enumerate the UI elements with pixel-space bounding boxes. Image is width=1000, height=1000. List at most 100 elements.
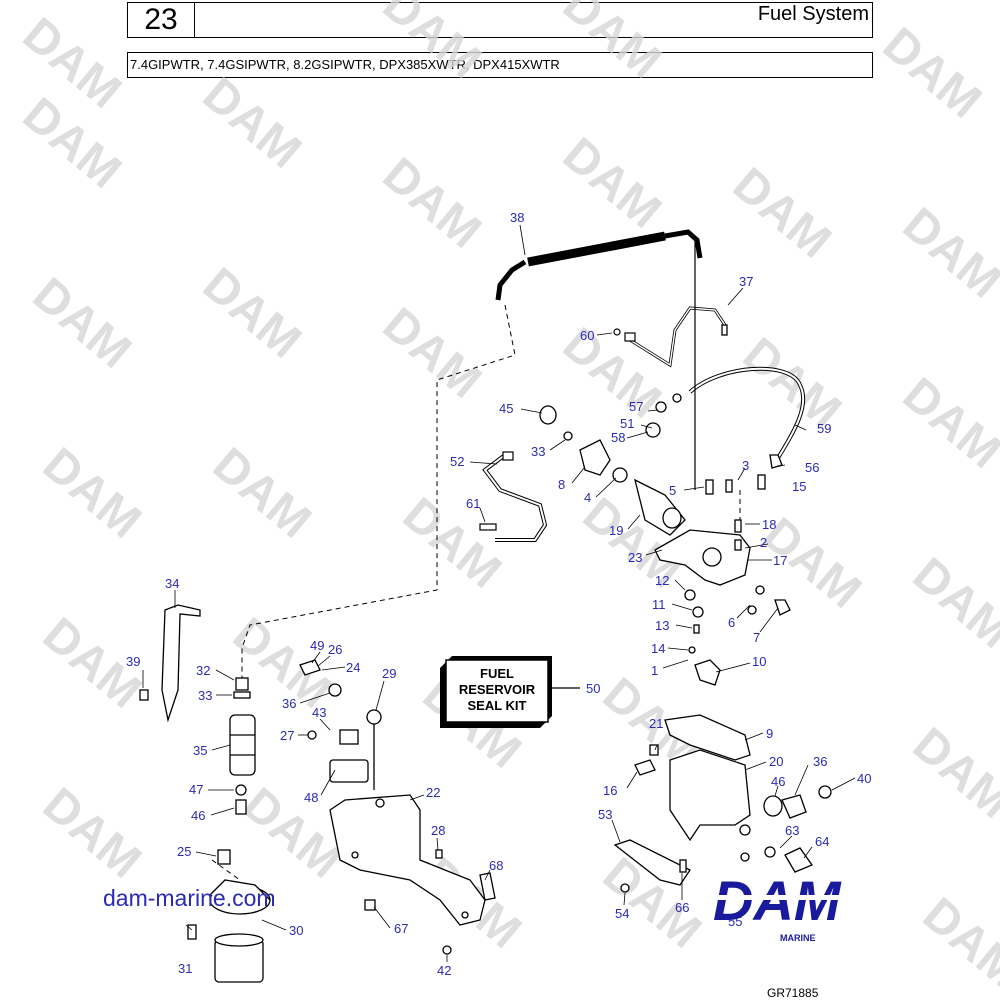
callout-33b: 33 [198, 688, 212, 703]
callout-20: 20 [769, 754, 783, 769]
callout-44: 43 [312, 705, 326, 720]
callout-2: 2 [760, 535, 767, 550]
watermark-layer: DAM DAM DAM DAM DAM DAM DAM DAM DAM DAM … [13, 0, 1000, 999]
callout-13: 13 [655, 618, 669, 633]
callout-11: 11 [652, 597, 666, 612]
callout-4: 4 [584, 490, 591, 505]
callout-7: 7 [753, 630, 760, 645]
watermark: DAM [373, 0, 491, 89]
callout-19: 19 [609, 523, 623, 538]
callout-8: 8 [558, 477, 565, 492]
watermark: DAM [193, 68, 311, 179]
fuel-pump-assembly [539, 324, 728, 536]
fuel-hose-39 [495, 229, 703, 301]
kit-label-line2: RESERVOIR [459, 682, 536, 697]
filter-base-30 [187, 849, 271, 983]
callout-61: 60 [580, 328, 594, 343]
kit-label-line1: FUEL [480, 666, 514, 681]
logo-subtext: MARINE [780, 933, 816, 943]
watermark: DAM [373, 298, 491, 409]
callout-14: 14 [651, 641, 665, 656]
callout-34: 34 [165, 576, 179, 591]
watermark: DAM [233, 778, 351, 889]
fuel-filter-assembly [139, 604, 256, 815]
callout-27: 27 [280, 728, 294, 743]
seal-kit-box: FUEL RESERVOIR SEAL KIT 50 [440, 656, 600, 728]
fuel-line-54 [482, 453, 548, 542]
callout-56: 55 [728, 914, 742, 929]
callout-16: 16 [603, 783, 617, 798]
callout-42: 40 [857, 771, 871, 786]
callout-52: 53 [598, 807, 612, 822]
callout-50: 50 [586, 681, 600, 696]
watermark: DAM [553, 128, 671, 239]
watermark: DAM [23, 268, 141, 379]
callout-1: 1 [651, 663, 658, 678]
watermark: DAM [893, 198, 1000, 309]
watermark: DAM [203, 438, 321, 549]
callout-45: 46 [191, 808, 205, 823]
callout-53: 51 [620, 416, 634, 431]
callout-46: 47 [189, 782, 203, 797]
callout-24: 24 [346, 660, 360, 675]
callout-63: 63 [785, 823, 799, 838]
kit-label-line3: SEAL KIT [468, 698, 527, 713]
callout-62: 61 [466, 496, 480, 511]
callout-49: 46 [771, 774, 785, 789]
fuel-line-38 [629, 240, 727, 490]
callout-35: 35 [193, 743, 207, 758]
fuel-line-60 [688, 366, 806, 460]
watermark: DAM [393, 488, 511, 599]
model-list: 7.4GIPWTR, 7.4GSIPWTR, 8.2GSIPWTR, DPX38… [127, 52, 873, 78]
website-link[interactable]: dam-marine.com [103, 885, 276, 911]
callout-57: 56 [805, 460, 819, 475]
watermark: DAM [893, 368, 1000, 479]
callout-51: 49 [310, 638, 324, 653]
callout-22: 22 [426, 785, 440, 800]
callout-40: 39 [126, 654, 140, 669]
logo-text: DAM [713, 869, 842, 932]
callout-36: 36 [282, 696, 296, 711]
callout-48: 45 [499, 401, 513, 416]
callout-21: 21 [649, 716, 663, 731]
watermark: DAM [13, 88, 131, 199]
watermark: DAM [723, 158, 841, 269]
callout-26: 26 [328, 642, 342, 657]
callout-15: 15 [792, 479, 806, 494]
callout-18: 18 [762, 517, 776, 532]
figure-id: GR71885 [767, 986, 819, 1000]
callout-17: 17 [773, 553, 787, 568]
watermark: DAM [903, 718, 1000, 829]
callout-23: 23 [628, 550, 642, 565]
callout-12: 12 [655, 573, 669, 588]
callout-33: 33 [531, 444, 545, 459]
fitting-62 [479, 328, 636, 531]
section-title: Fuel System [757, 3, 869, 25]
watermark: DAM [903, 548, 1000, 659]
callout-31: 31 [178, 961, 192, 976]
watermark: DAM [13, 8, 131, 119]
callout-3: 3 [742, 458, 749, 473]
callout-66: 66 [675, 900, 689, 915]
callout-9: 9 [766, 726, 773, 741]
watermark: DAM [33, 438, 151, 549]
pump-bracket-23 [654, 454, 791, 686]
callout-10: 10 [752, 654, 766, 669]
watermark: DAM [733, 328, 851, 439]
callout-6: 6 [728, 615, 735, 630]
callout-39: 38 [510, 210, 524, 225]
watermark: DAM [873, 18, 991, 129]
callout-38: 37 [739, 274, 753, 289]
callout-67: 67 [394, 921, 408, 936]
watermark: DAM [553, 318, 671, 429]
callout-58: 57 [629, 399, 643, 414]
callout-68: 68 [489, 858, 503, 873]
callout-60: 59 [817, 421, 831, 436]
callout-37: 36 [813, 754, 827, 769]
callout-64: 64 [815, 834, 829, 849]
callout-25: 25 [177, 844, 191, 859]
callout-30: 30 [289, 923, 303, 938]
watermark: DAM [913, 888, 1000, 999]
callout-54: 52 [450, 454, 464, 469]
callout-28: 28 [431, 823, 445, 838]
